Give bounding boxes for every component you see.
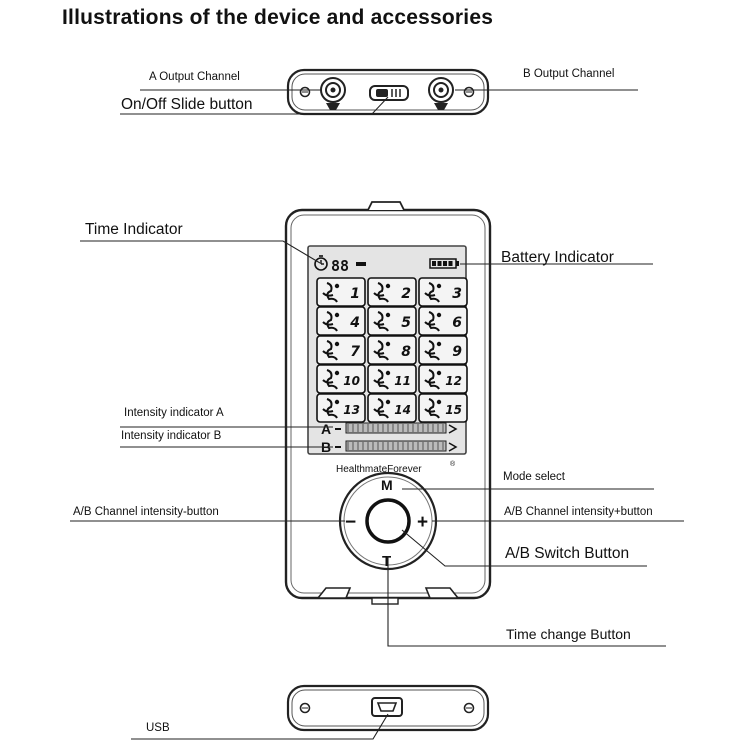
- mode-tile-11: 11: [367, 364, 417, 394]
- mode-tile-9: 9: [418, 335, 468, 365]
- body-area-icon: [322, 398, 340, 419]
- mode-select-key[interactable]: M: [381, 477, 393, 493]
- mode-tile-15: 15: [418, 393, 468, 423]
- mode-number: 14: [394, 403, 411, 417]
- brand-registered-mark: ®: [450, 460, 456, 468]
- body-area-icon: [373, 311, 391, 332]
- screw-icon: [463, 86, 475, 98]
- mode-number: 12: [445, 374, 462, 388]
- callout-on-off: [120, 96, 389, 115]
- body-area-icon: [322, 340, 340, 361]
- label-b-output: B Output Channel: [523, 68, 615, 80]
- screw-icon: [299, 702, 311, 714]
- b-output-jack: [428, 77, 454, 110]
- device-top-view: [286, 68, 490, 116]
- control-pad: M T + −: [338, 471, 438, 571]
- label-intensity-a: Intensity indicator A: [124, 407, 224, 419]
- body-area-icon: [424, 369, 442, 390]
- mode-number: 8: [401, 344, 411, 360]
- mode-tile-10: 10: [316, 364, 366, 394]
- body-area-icon: [373, 282, 391, 303]
- mode-tile-2: 2: [367, 277, 417, 307]
- usb-port[interactable]: [371, 697, 403, 717]
- callout-time-change: [387, 556, 666, 647]
- mode-tile-5: 5: [367, 306, 417, 336]
- label-mode-select: Mode select: [503, 471, 566, 483]
- body-area-icon: [373, 369, 391, 390]
- label-time-indicator: Time Indicator: [85, 221, 183, 238]
- label-a-output: A Output Channel: [149, 71, 240, 83]
- screw-icon: [463, 702, 475, 714]
- on-off-slide-switch[interactable]: [369, 85, 409, 101]
- body-area-icon: [424, 311, 442, 332]
- mode-tile-14: 14: [367, 393, 417, 423]
- ab-switch-button[interactable]: [365, 498, 411, 544]
- label-on-off: On/Off Slide button: [121, 96, 253, 113]
- body-area-icon: [322, 311, 340, 332]
- mode-tile-7: 7: [316, 335, 366, 365]
- body-area-icon: [424, 340, 442, 361]
- a-output-jack: [320, 77, 346, 110]
- device-bottom-view: [286, 684, 490, 732]
- body-area-icon: [424, 282, 442, 303]
- mode-number: 1: [350, 286, 360, 302]
- callout-ab-switch: [401, 529, 647, 567]
- body-area-icon: [322, 282, 340, 303]
- mode-number: 10: [343, 374, 360, 388]
- mode-number: 6: [452, 315, 462, 331]
- mode-number: 15: [445, 403, 462, 417]
- stopwatch-icon: [314, 255, 328, 271]
- label-ab-switch: A/B Switch Button: [505, 545, 630, 562]
- diagram-title: Illustrations of the device and accessor…: [62, 6, 494, 29]
- brand-label: HealthmateForever: [336, 464, 422, 475]
- mode-number: 7: [350, 344, 360, 360]
- mode-number: 4: [349, 315, 360, 331]
- body-area-icon: [373, 398, 391, 419]
- callout-usb: [131, 713, 389, 740]
- label-intensity-minus: A/B Channel intensity-button: [73, 506, 219, 518]
- body-area-icon: [424, 398, 442, 419]
- mode-tile-6: 6: [418, 306, 468, 336]
- label-intensity-b: Intensity indicator B: [121, 430, 222, 442]
- body-area-icon: [322, 369, 340, 390]
- mode-tile-12: 12: [418, 364, 468, 394]
- label-time-change: Time change Button: [506, 626, 631, 642]
- mode-tile-1: 1: [316, 277, 366, 307]
- mode-tile-3: 3: [418, 277, 468, 307]
- label-usb: USB: [146, 722, 170, 734]
- lcd-time-digits: 88: [331, 257, 349, 275]
- mode-tile-13: 13: [316, 393, 366, 423]
- mode-tile-4: 4: [316, 306, 366, 336]
- intensity-bar-a: [335, 422, 458, 434]
- body-area-icon: [373, 340, 391, 361]
- mode-number: 3: [452, 286, 462, 302]
- mode-number: 5: [401, 315, 411, 331]
- label-battery-indicator: Battery Indicator: [501, 249, 614, 266]
- label-intensity-plus: A/B Channel intensity+button: [504, 506, 653, 518]
- mode-number: 13: [343, 403, 360, 417]
- screw-icon: [299, 86, 311, 98]
- battery-icon: [429, 258, 459, 269]
- intensity-bar-b: [335, 440, 458, 452]
- callout-time-indicator: [80, 240, 321, 264]
- mode-number: 9: [452, 344, 462, 360]
- lcd-time-dash: [356, 262, 366, 266]
- mode-number: 11: [394, 374, 411, 388]
- mode-tile-8: 8: [367, 335, 417, 365]
- channel-a-letter: A: [321, 421, 331, 437]
- intensity-plus-key[interactable]: +: [417, 512, 428, 533]
- callout-lines: [70, 89, 684, 740]
- intensity-minus-key[interactable]: −: [345, 512, 356, 533]
- time-key[interactable]: T: [382, 553, 391, 570]
- mode-number: 2: [401, 286, 411, 302]
